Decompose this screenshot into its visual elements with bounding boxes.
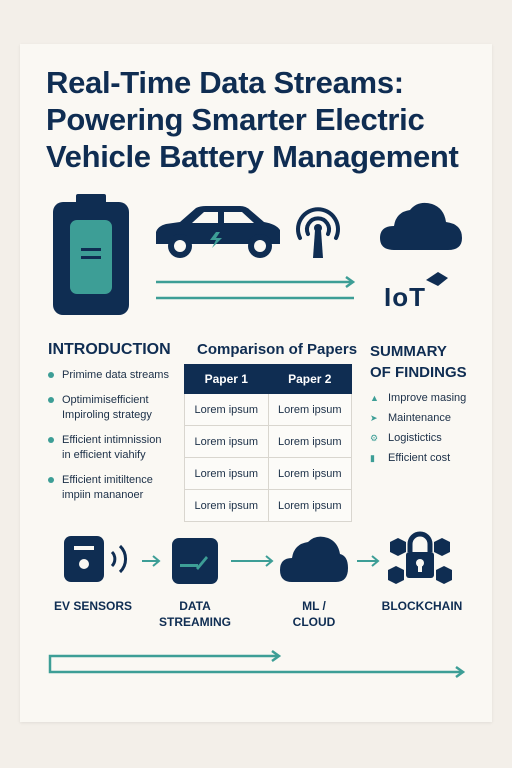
iot-arrow-icon bbox=[426, 272, 448, 286]
table-row: Lorem ipsum Lorem ipsum bbox=[184, 393, 352, 426]
cloud-icon bbox=[380, 202, 462, 250]
table-cell: Lorem ipsum bbox=[184, 425, 269, 458]
bullet-icon bbox=[48, 437, 54, 443]
iot-label: IoT bbox=[384, 282, 426, 312]
table-cell: Lorem ipsum bbox=[267, 393, 352, 426]
bullet-icon bbox=[48, 477, 54, 483]
gear-icon: ⚙ bbox=[370, 432, 379, 443]
bullet-icon bbox=[48, 372, 54, 378]
column-header: Paper 1 bbox=[184, 364, 269, 394]
iot-icon: IoT bbox=[384, 272, 454, 312]
page-title: Real-Time Data Streams: Powering Smarter… bbox=[46, 64, 486, 175]
hero-flow-arrow bbox=[156, 276, 356, 300]
flow-label-data-streaming: DATA STREAMING bbox=[159, 599, 231, 629]
flow-label-blockchain: BLOCKCHAIN bbox=[381, 599, 463, 613]
title-line-1: Real-Time Data Streams: bbox=[46, 65, 404, 100]
blockchain-lock-icon bbox=[388, 531, 452, 584]
bar-chart-icon: ▮ bbox=[370, 452, 375, 463]
battery-icon bbox=[53, 194, 129, 315]
summary-heading: SUMMARY OF FINDINGS bbox=[370, 343, 467, 381]
flow-arrow-1 bbox=[142, 555, 161, 567]
list-item: ➤ Maintenance bbox=[370, 412, 451, 424]
table-cell: Lorem ipsum bbox=[267, 425, 352, 458]
flow-arrow-3 bbox=[357, 555, 380, 567]
introduction-list: Primime data streams Optimimisefficient … bbox=[48, 368, 188, 513]
comparison-heading: Comparison of Papers bbox=[197, 341, 358, 358]
antenna-signal-icon bbox=[296, 207, 340, 258]
list-item: ▮ Efficient cost bbox=[370, 452, 451, 464]
flow-label-ev-sensors: EV SENSORS bbox=[53, 599, 133, 613]
chevron-up-icon: ➤ bbox=[370, 412, 378, 423]
list-item: ⚙ Logistictics bbox=[370, 432, 442, 444]
list-item: ▲ Improve masing bbox=[370, 392, 467, 404]
column-header: Paper 2 bbox=[267, 364, 352, 394]
table-row: Lorem ipsum Lorem ipsum bbox=[184, 489, 352, 522]
table-cell: Lorem ipsum bbox=[184, 457, 269, 490]
bottom-flow-arrows bbox=[48, 649, 466, 679]
electric-car-icon bbox=[156, 206, 280, 258]
chevron-up-icon: ▲ bbox=[370, 393, 379, 403]
comparison-table: Paper 1 Paper 2 Lorem ipsum Lorem ipsum … bbox=[184, 364, 352, 522]
data-streaming-icon bbox=[172, 538, 218, 584]
table-cell: Lorem ipsum bbox=[184, 393, 269, 426]
introduction-heading: INTRODUCTION bbox=[48, 341, 171, 358]
list-item: Primime data streams bbox=[48, 368, 188, 383]
flow-arrow-2 bbox=[231, 555, 274, 567]
list-item: Optimimisefficient Impiroling strategy bbox=[48, 393, 188, 423]
flow-label-ml-cloud: ML / CLOUD bbox=[292, 599, 336, 629]
table-cell: Lorem ipsum bbox=[184, 489, 269, 522]
title-line-3: Vehicle Battery Management bbox=[46, 139, 459, 174]
table-row: Lorem ipsum Lorem ipsum bbox=[184, 425, 352, 458]
list-item: Efficient intimnission in efficient viah… bbox=[48, 433, 188, 463]
table-row: Lorem ipsum Lorem ipsum bbox=[184, 457, 352, 490]
title-line-2: Powering Smarter Electric bbox=[46, 102, 425, 137]
table-cell: Lorem ipsum bbox=[267, 457, 352, 490]
bullet-icon bbox=[48, 397, 54, 403]
table-header-row: Paper 1 Paper 2 bbox=[184, 364, 352, 394]
table-cell: Lorem ipsum bbox=[267, 489, 352, 522]
list-item: Efficient imitiltence impiin mananoer bbox=[48, 473, 188, 503]
summary-list: ▲ Improve masing ➤ Maintenance ⚙ Logisti… bbox=[370, 392, 490, 472]
ev-sensor-icon bbox=[64, 536, 127, 582]
cloud-icon bbox=[280, 536, 348, 582]
